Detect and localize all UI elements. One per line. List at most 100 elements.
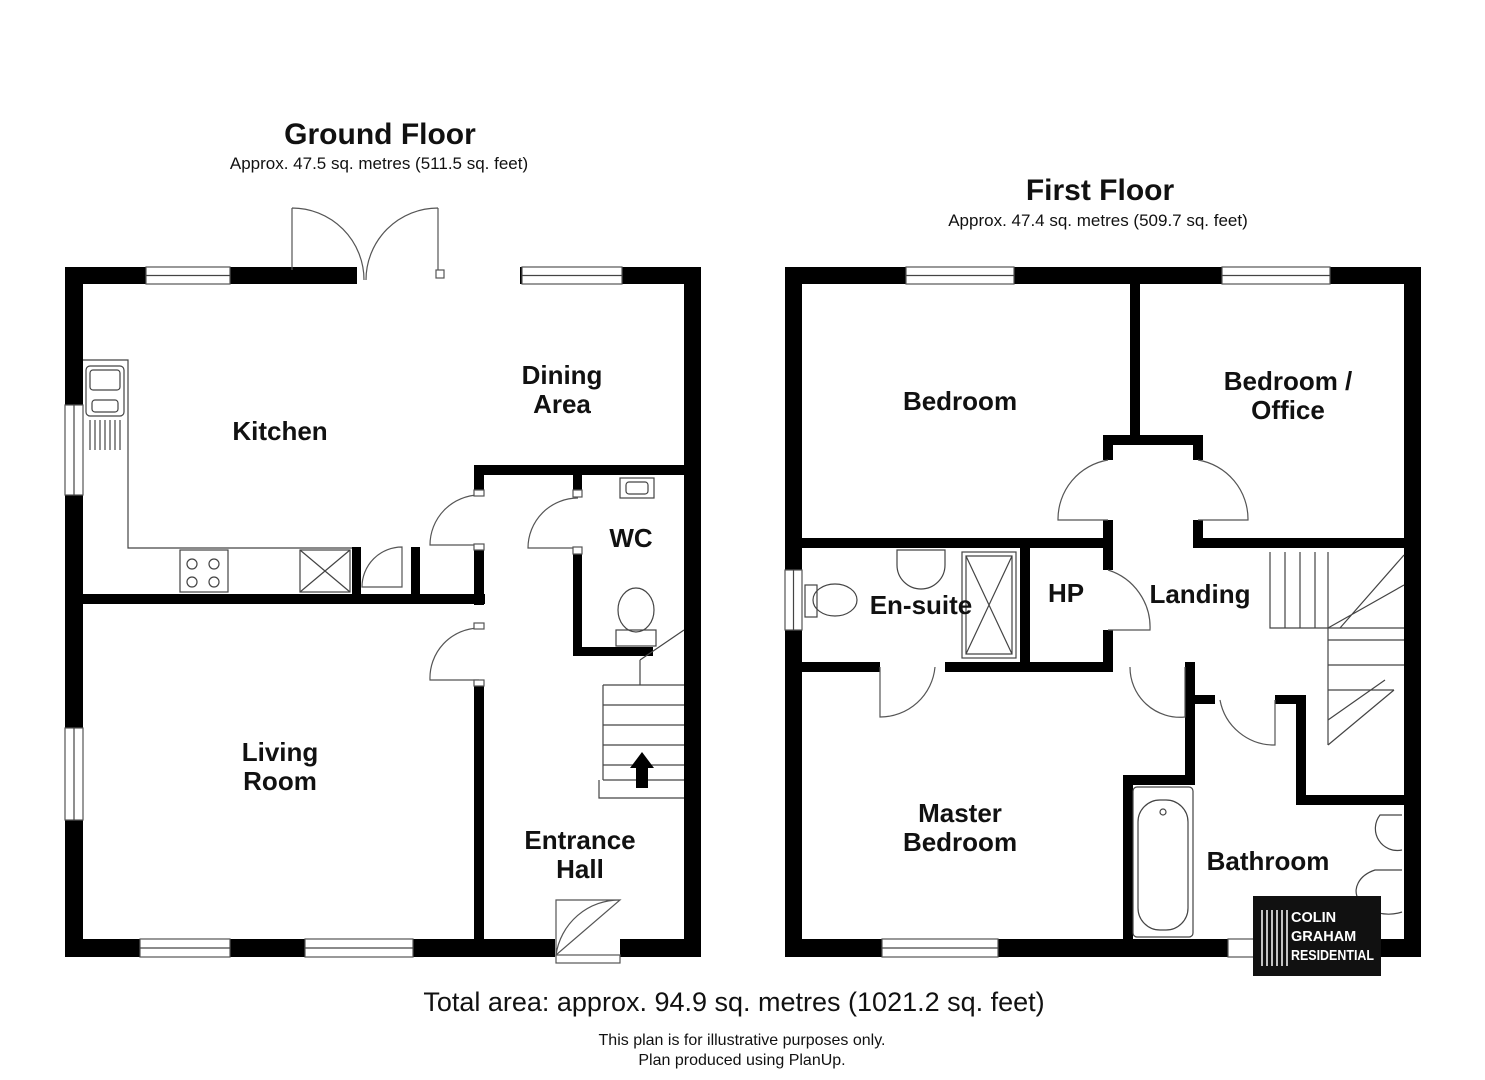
room-label-wc: WC	[609, 523, 653, 553]
door-swing	[1219, 699, 1276, 746]
door-jamb	[473, 489, 485, 497]
room-label-bedroom-office: Bedroom /	[1224, 366, 1353, 396]
wall	[573, 548, 582, 656]
door-threshold	[555, 954, 621, 964]
wc-basin	[625, 481, 649, 495]
stairs	[1269, 552, 1405, 746]
door-jamb	[473, 622, 485, 630]
wall	[1193, 520, 1203, 548]
door-jamb	[473, 543, 485, 551]
ground-floor-area: Approx. 47.5 sq. metres (511.5 sq. feet)	[230, 154, 528, 173]
wall	[1195, 695, 1215, 704]
room-label-living: Living	[242, 737, 319, 767]
bath-tap	[1159, 808, 1167, 816]
room-label-bedroom: Bedroom	[903, 386, 1017, 416]
door-swing	[1197, 459, 1249, 521]
stairs	[598, 629, 685, 799]
door-swing	[291, 207, 365, 281]
door-swing	[527, 497, 579, 549]
room-label-bathroom: Bathroom	[1207, 846, 1330, 876]
logo-text: COLIN	[1291, 910, 1336, 926]
bath	[1132, 786, 1194, 938]
wall	[1103, 435, 1203, 445]
toilet	[812, 583, 858, 617]
door-swing	[361, 546, 403, 588]
kitchen-sink	[91, 399, 119, 413]
wall	[474, 684, 484, 939]
wall	[83, 594, 485, 604]
wall	[281, 271, 292, 282]
wall	[411, 547, 420, 597]
wc-basin	[619, 477, 655, 499]
basin	[1374, 814, 1403, 852]
wall	[945, 662, 1113, 672]
room-label-dining: Area	[533, 389, 591, 419]
kitchen-worktop	[83, 359, 352, 549]
room-label-bedroom-office: Office	[1251, 395, 1325, 425]
room-label-landing: Landing	[1149, 579, 1250, 609]
wall	[1296, 695, 1306, 805]
wall	[1103, 630, 1113, 670]
wall	[1296, 795, 1404, 805]
wall	[352, 547, 361, 597]
total-area: Total area: approx. 94.9 sq. metres (102…	[423, 987, 1044, 1017]
ground-floor-plan: Kitchen Dining Area WC Living Room Entra…	[64, 207, 701, 964]
room-label-en-suite: En-suite	[870, 590, 973, 620]
wall	[1275, 695, 1305, 704]
room-label-dining: Dining	[522, 360, 603, 390]
wall	[1020, 548, 1030, 663]
wall	[573, 475, 582, 493]
wall	[474, 545, 484, 605]
first-floor-area: Approx. 47.4 sq. metres (509.7 sq. feet)	[948, 211, 1248, 230]
wall	[802, 662, 880, 672]
kitchen-sink	[89, 369, 121, 391]
wall	[1130, 284, 1140, 444]
room-label-kitchen: Kitchen	[232, 416, 327, 446]
agent-logo: COLIN GRAHAM RESIDENTIAL	[1253, 896, 1381, 976]
ground-floor-title: Ground Floor	[284, 118, 476, 151]
wall	[1185, 662, 1195, 777]
door-swing	[429, 494, 480, 546]
door-swing	[365, 207, 439, 281]
wall	[1103, 435, 1113, 460]
room-label-entrance-hall: Hall	[556, 854, 604, 884]
door-swing	[1057, 459, 1109, 521]
shower-tray	[965, 555, 1013, 655]
logo-text: GRAHAM	[1291, 929, 1356, 945]
wall	[1193, 538, 1404, 548]
room-label-living: Room	[243, 766, 317, 796]
wall	[1193, 435, 1203, 460]
door-swing	[879, 666, 936, 718]
room-label-entrance-hall: Entrance	[524, 825, 635, 855]
toilet-cistern	[804, 584, 818, 618]
bath	[1137, 799, 1189, 931]
room-label-master-bedroom: Master	[918, 798, 1002, 828]
appliance-space	[299, 549, 351, 593]
wall	[1404, 267, 1421, 957]
wall	[65, 267, 83, 957]
toilet-cistern	[615, 629, 657, 647]
room-label-master-bedroom: Bedroom	[903, 827, 1017, 857]
wall	[802, 538, 1112, 548]
stairs-up-arrow	[630, 752, 654, 788]
room-label-hp: HP	[1048, 578, 1084, 608]
kitchen-sink	[85, 365, 125, 417]
basin	[896, 549, 946, 590]
door-swing	[555, 899, 622, 957]
wall	[1123, 775, 1195, 785]
wall	[474, 465, 484, 495]
door-swing	[1129, 666, 1186, 718]
wall	[684, 267, 701, 957]
door-swing	[1107, 569, 1151, 631]
wall	[474, 465, 684, 475]
wall	[1103, 520, 1113, 570]
first-floor-plan: Bedroom Bedroom / Office En-suite HP Lan…	[784, 266, 1421, 958]
door-jamb	[572, 546, 583, 555]
drainer	[89, 420, 121, 450]
shower	[961, 551, 1017, 659]
first-floor-title: First Floor	[1026, 174, 1175, 207]
door-jamb	[572, 489, 583, 498]
hob	[179, 549, 229, 593]
wall	[620, 939, 701, 957]
